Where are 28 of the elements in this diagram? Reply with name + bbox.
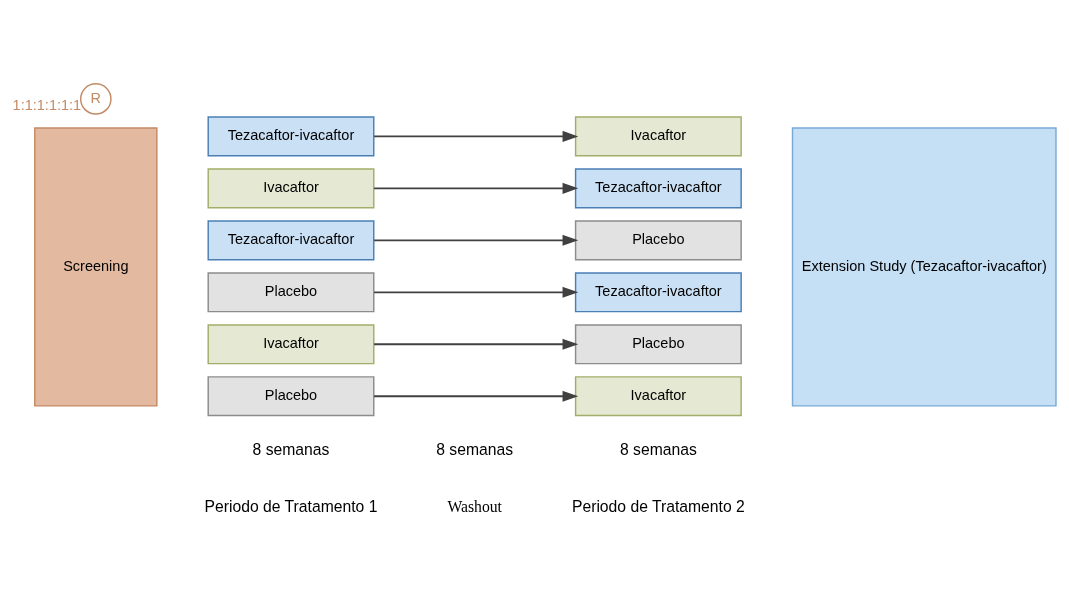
node-box: Screening xyxy=(34,126,158,407)
node-box: Ivacaftor xyxy=(207,323,375,364)
node-box: Placebo xyxy=(574,219,742,260)
arrow xyxy=(373,130,579,142)
node-box: Placebo xyxy=(207,271,375,312)
arrow xyxy=(373,286,579,298)
node-label: 1:1:1:1:1:1 xyxy=(12,96,82,113)
label: 8 semanas xyxy=(252,440,330,458)
node-box: Placebo xyxy=(574,323,742,364)
label: Periodo de Tratamento 2 xyxy=(571,497,745,515)
label: Periodo de Tratamento 1 xyxy=(204,497,378,515)
label: 8 semanas xyxy=(619,440,697,458)
node-box: Ivacaftor xyxy=(574,375,742,416)
node-box: Tezacaftor-ivacaftor xyxy=(574,271,742,312)
arrow xyxy=(373,338,579,350)
node-box: Tezacaftor-ivacaftor xyxy=(207,115,375,156)
arrow xyxy=(373,234,579,246)
node-box: Tezacaftor-ivacaftor xyxy=(207,219,375,260)
node-box: Ivacaftor xyxy=(207,167,375,208)
node-box: Extension Study (Tezacaftor-ivacaftor) xyxy=(791,126,1057,407)
node-box: Tezacaftor-ivacaftor xyxy=(574,167,742,208)
label: 8 semanas xyxy=(436,440,514,458)
node-box: Placebo xyxy=(207,375,375,416)
arrow xyxy=(373,182,579,194)
label: Washout xyxy=(447,497,502,515)
arrow xyxy=(373,390,579,402)
node-circle: R xyxy=(80,82,112,115)
node-box: Ivacaftor xyxy=(574,115,742,156)
